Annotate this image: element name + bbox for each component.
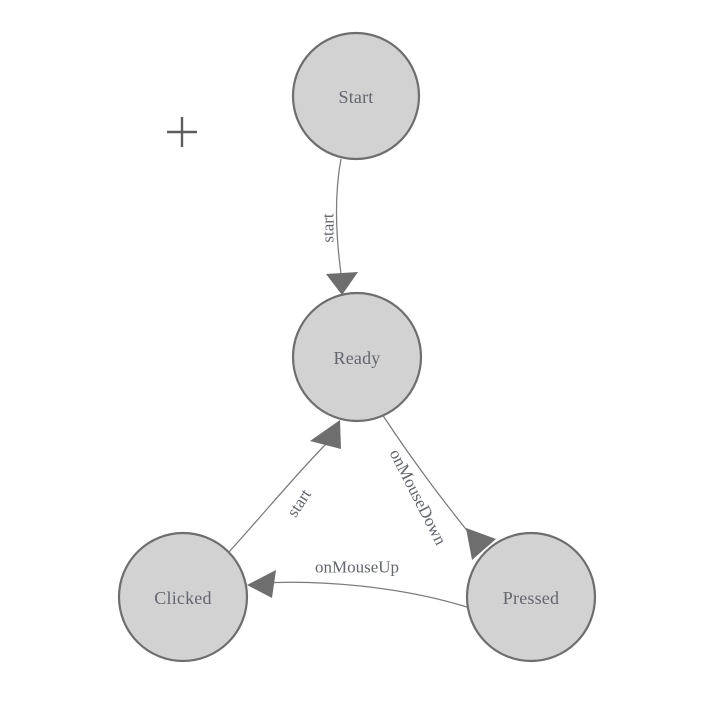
node-circle[interactable] xyxy=(465,531,597,663)
edge-label-start-to-ready: start xyxy=(319,213,338,243)
node-label: Clicked xyxy=(154,588,211,608)
arrowhead-icon xyxy=(466,528,496,560)
edge-path[interactable] xyxy=(335,158,343,282)
node-pressed[interactable]: Pressed xyxy=(465,531,597,663)
edge-path[interactable] xyxy=(261,581,468,608)
crosshair-cursor-icon xyxy=(167,117,197,147)
edge-label-pressed-to-clicked: onMouseUp xyxy=(315,558,399,577)
node-clicked[interactable]: Clicked xyxy=(117,531,249,663)
node-label: Ready xyxy=(334,348,381,368)
edges-layer xyxy=(228,158,496,608)
node-circle[interactable] xyxy=(117,531,249,663)
node-start[interactable]: Start xyxy=(291,31,421,161)
arrowhead-icon xyxy=(326,272,358,295)
arrowhead-icon xyxy=(247,570,276,598)
edge-pressed-to-clicked[interactable] xyxy=(247,570,468,608)
node-label: Start xyxy=(339,87,374,107)
node-label: Pressed xyxy=(503,588,559,608)
node-circle[interactable] xyxy=(291,291,423,423)
edge-ready-to-pressed[interactable] xyxy=(381,413,496,560)
edge-label-clicked-to-ready: start xyxy=(283,485,315,520)
edge-clicked-to-ready[interactable] xyxy=(228,420,341,553)
edge-start-to-ready[interactable] xyxy=(326,158,358,295)
node-ready[interactable]: Ready xyxy=(291,291,423,423)
node-circle[interactable] xyxy=(291,31,421,161)
nodes-layer: Start Ready Clicked Pressed xyxy=(117,31,597,663)
arrowhead-icon xyxy=(310,420,341,449)
edge-path[interactable] xyxy=(228,442,328,553)
